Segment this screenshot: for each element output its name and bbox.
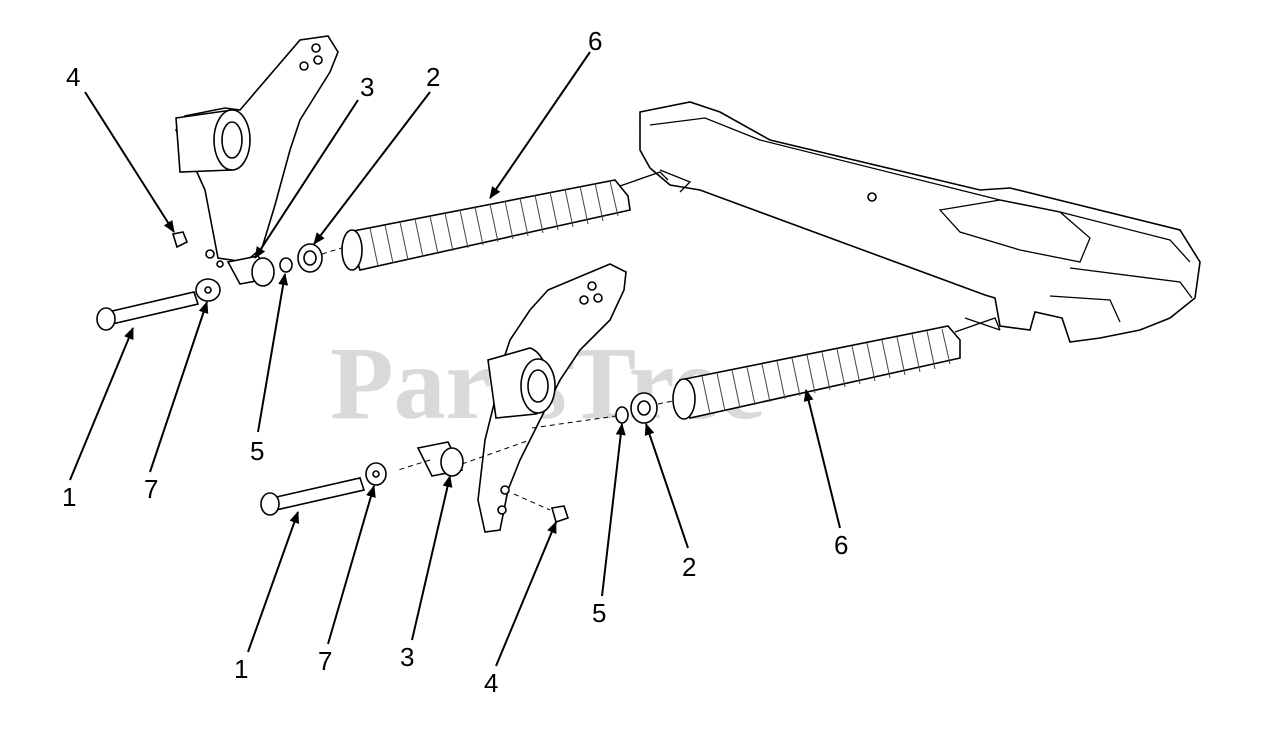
- leader-lower-2: [644, 423, 689, 549]
- callout-lower-4: 4: [484, 668, 498, 698]
- callout-upper-4: 4: [66, 62, 80, 92]
- callout-upper-3: 3: [360, 72, 374, 102]
- callout-lower-5: 5: [592, 598, 606, 628]
- lower-hardware: [260, 392, 679, 524]
- upper-nut-4: [171, 231, 189, 249]
- upper-bolt-1: [106, 291, 200, 325]
- upper-hardware: [96, 231, 346, 331]
- leader-lower-3: [411, 475, 453, 641]
- leader-upper-1: [69, 327, 134, 481]
- leader-upper-4: [84, 91, 175, 233]
- callout-lower-6: 6: [834, 530, 848, 560]
- lower-spring-6: [672, 317, 1001, 420]
- upper-bushing-5: [279, 257, 293, 273]
- leader-lower-4: [495, 521, 557, 667]
- callout-labels: 4 3 2 6 1 7 5 1 7 3 4 5 2 6: [62, 26, 848, 698]
- lift-arm-bracket: [639, 101, 1201, 343]
- callout-lower-3: 3: [400, 642, 414, 672]
- leader-upper-5: [257, 273, 289, 433]
- leader-upper-2: [313, 91, 431, 245]
- leader-lower-7: [327, 485, 376, 645]
- leader-lower-1: [247, 511, 300, 653]
- callout-upper-5: 5: [250, 436, 264, 466]
- upper-spring-6: [341, 171, 669, 271]
- leader-upper-3: [254, 99, 359, 259]
- lower-bolt-1: [270, 477, 366, 511]
- lower-bushing-5: [615, 406, 629, 424]
- leader-upper-7: [149, 301, 209, 473]
- leader-lower-6: [803, 389, 841, 529]
- lower-bracket-plate: [477, 263, 627, 533]
- leader-upper-6: [489, 51, 591, 199]
- callout-lower-1: 1: [234, 654, 248, 684]
- leader-lines: [69, 51, 841, 667]
- leader-lower-5: [601, 423, 626, 597]
- callout-upper-7: 7: [144, 474, 158, 504]
- callout-upper-2: 2: [426, 62, 440, 92]
- upper-bracket-plate: [175, 35, 339, 268]
- lower-nut-4: [550, 505, 570, 524]
- callout-upper-1: 1: [62, 482, 76, 512]
- callout-upper-6: 6: [588, 26, 602, 56]
- callout-lower-2: 2: [682, 552, 696, 582]
- callout-lower-7: 7: [318, 646, 332, 676]
